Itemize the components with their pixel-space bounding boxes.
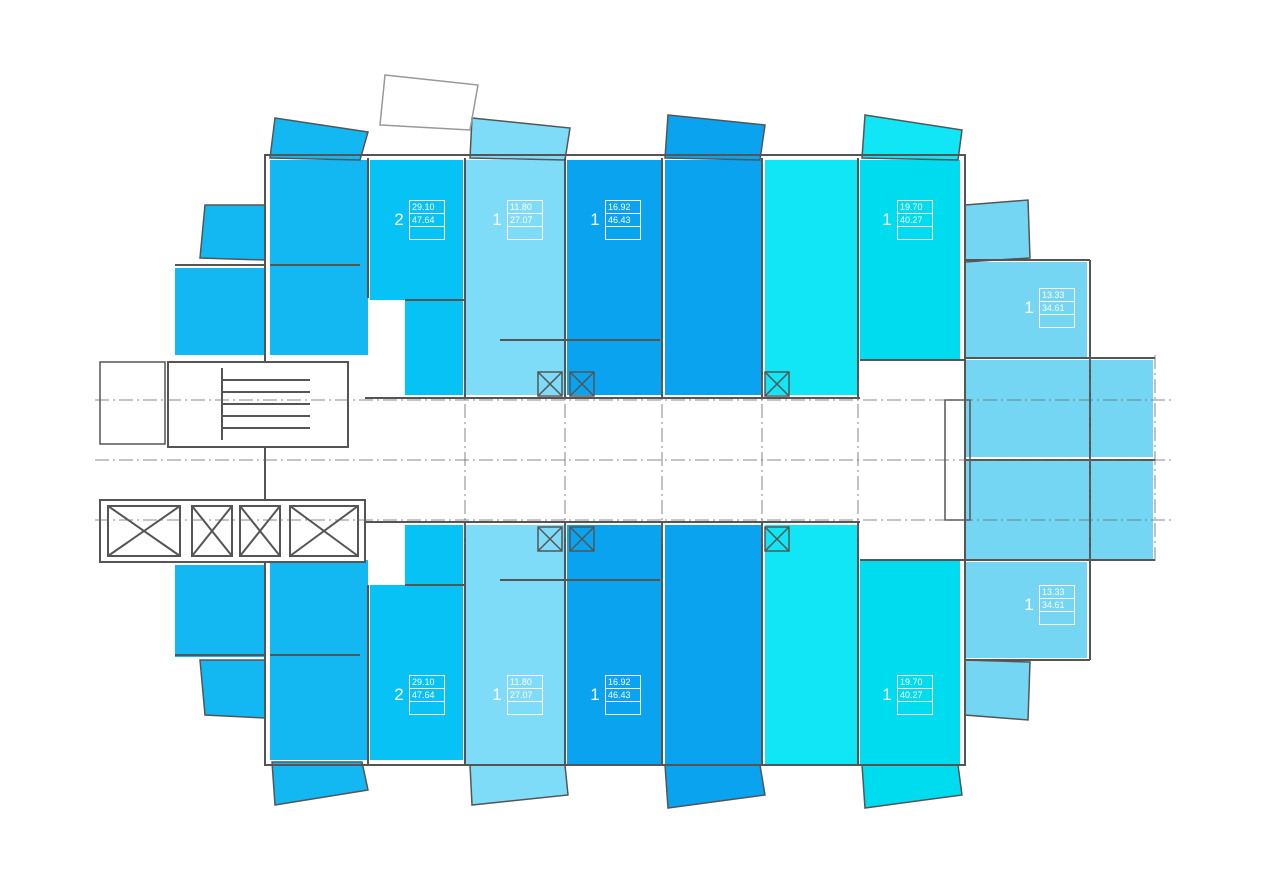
elevators bbox=[99, 499, 366, 563]
apartment-unit-right-bottom[interactable] bbox=[965, 460, 1153, 720]
apartment-unit-top-2[interactable] bbox=[465, 118, 570, 395]
stair-core bbox=[99, 361, 349, 448]
apartment-unit-bottom-3[interactable] bbox=[567, 525, 765, 808]
grid-axes bbox=[95, 355, 1175, 565]
shafts bbox=[537, 371, 971, 552]
apartment-unit-bottom-2[interactable] bbox=[465, 525, 568, 805]
apartment-unit-top-1[interactable] bbox=[175, 118, 463, 395]
apartment-unit-right-top[interactable] bbox=[965, 200, 1153, 457]
apartment-unit-bottom-4[interactable] bbox=[765, 525, 962, 808]
apartment-unit-bottom-1[interactable] bbox=[175, 525, 463, 805]
apartment-unit-top-3[interactable] bbox=[567, 115, 765, 395]
apartment-unit-top-4[interactable] bbox=[765, 115, 962, 395]
balconies bbox=[199, 74, 1031, 809]
